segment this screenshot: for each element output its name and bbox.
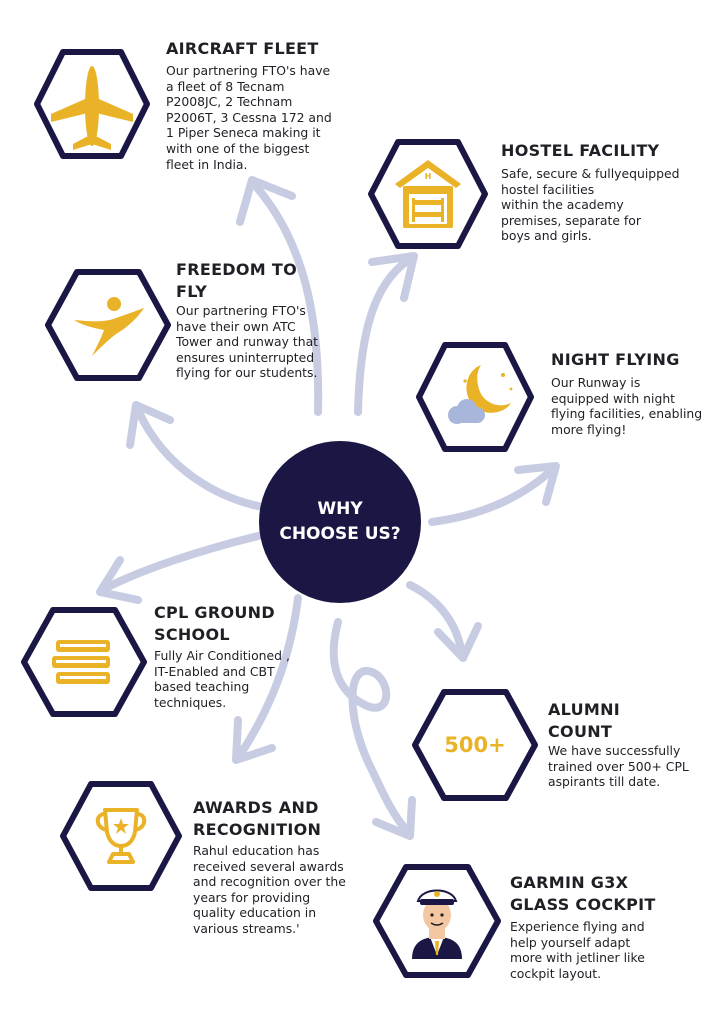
cpl-ground-school-hexagon [20,606,148,718]
arrow-alumni [406,581,466,659]
arrow-hostel-head [368,252,418,302]
arrow-awards [234,594,302,762]
arrow-freedom [134,406,272,512]
arrow-cpl [98,531,266,594]
hostel-facility-title: HOSTEL FACILITY [501,141,660,160]
arrow-cpl-head [96,556,142,604]
flying-person-icon [74,297,144,356]
alumni-count-value: 500+ [444,733,505,757]
why-choose-us-circle: WHY CHOOSE US? [259,441,421,603]
night-flying-title: NIGHT FLYING [551,350,680,369]
night-flying-hexagon [415,341,535,453]
freedom-to-fly-hexagon [44,268,172,382]
airplane-icon [51,66,133,150]
moon-cloud-icon [448,365,513,424]
arrow-freedom-head [126,401,174,449]
arrow-awards-head [232,716,276,764]
cpl-ground-school-desc: Fully Air Conditioned ,IT-Enabled and CB… [154,648,290,710]
aircraft-fleet-title: AIRCRAFT FLEET [166,39,319,58]
arrow-alumni-head [434,622,482,662]
svg-text:H: H [425,172,432,181]
center-line-2: CHOOSE US? [279,524,401,544]
garmin-hexagon [372,863,502,979]
arrow-night-head [514,462,560,506]
books-icon [52,640,110,684]
hostel-facility-hexagon: H [367,138,489,250]
pilot-icon [412,889,462,959]
alumni-count-hexagon: 500+ [411,688,539,802]
arrow-garmin [329,618,412,836]
arrow-aircraft-head [236,176,296,226]
aircraft-fleet-hexagon [33,48,151,160]
hostel-icon: H [395,160,461,228]
center-line-1: WHY [317,499,363,519]
arrow-night [428,464,558,526]
arrow-aircraft [248,178,323,416]
arrow-hostel [354,254,416,416]
trophy-icon [95,808,147,864]
awards-hexagon [59,780,183,892]
arrow-garmin-head [372,796,416,840]
